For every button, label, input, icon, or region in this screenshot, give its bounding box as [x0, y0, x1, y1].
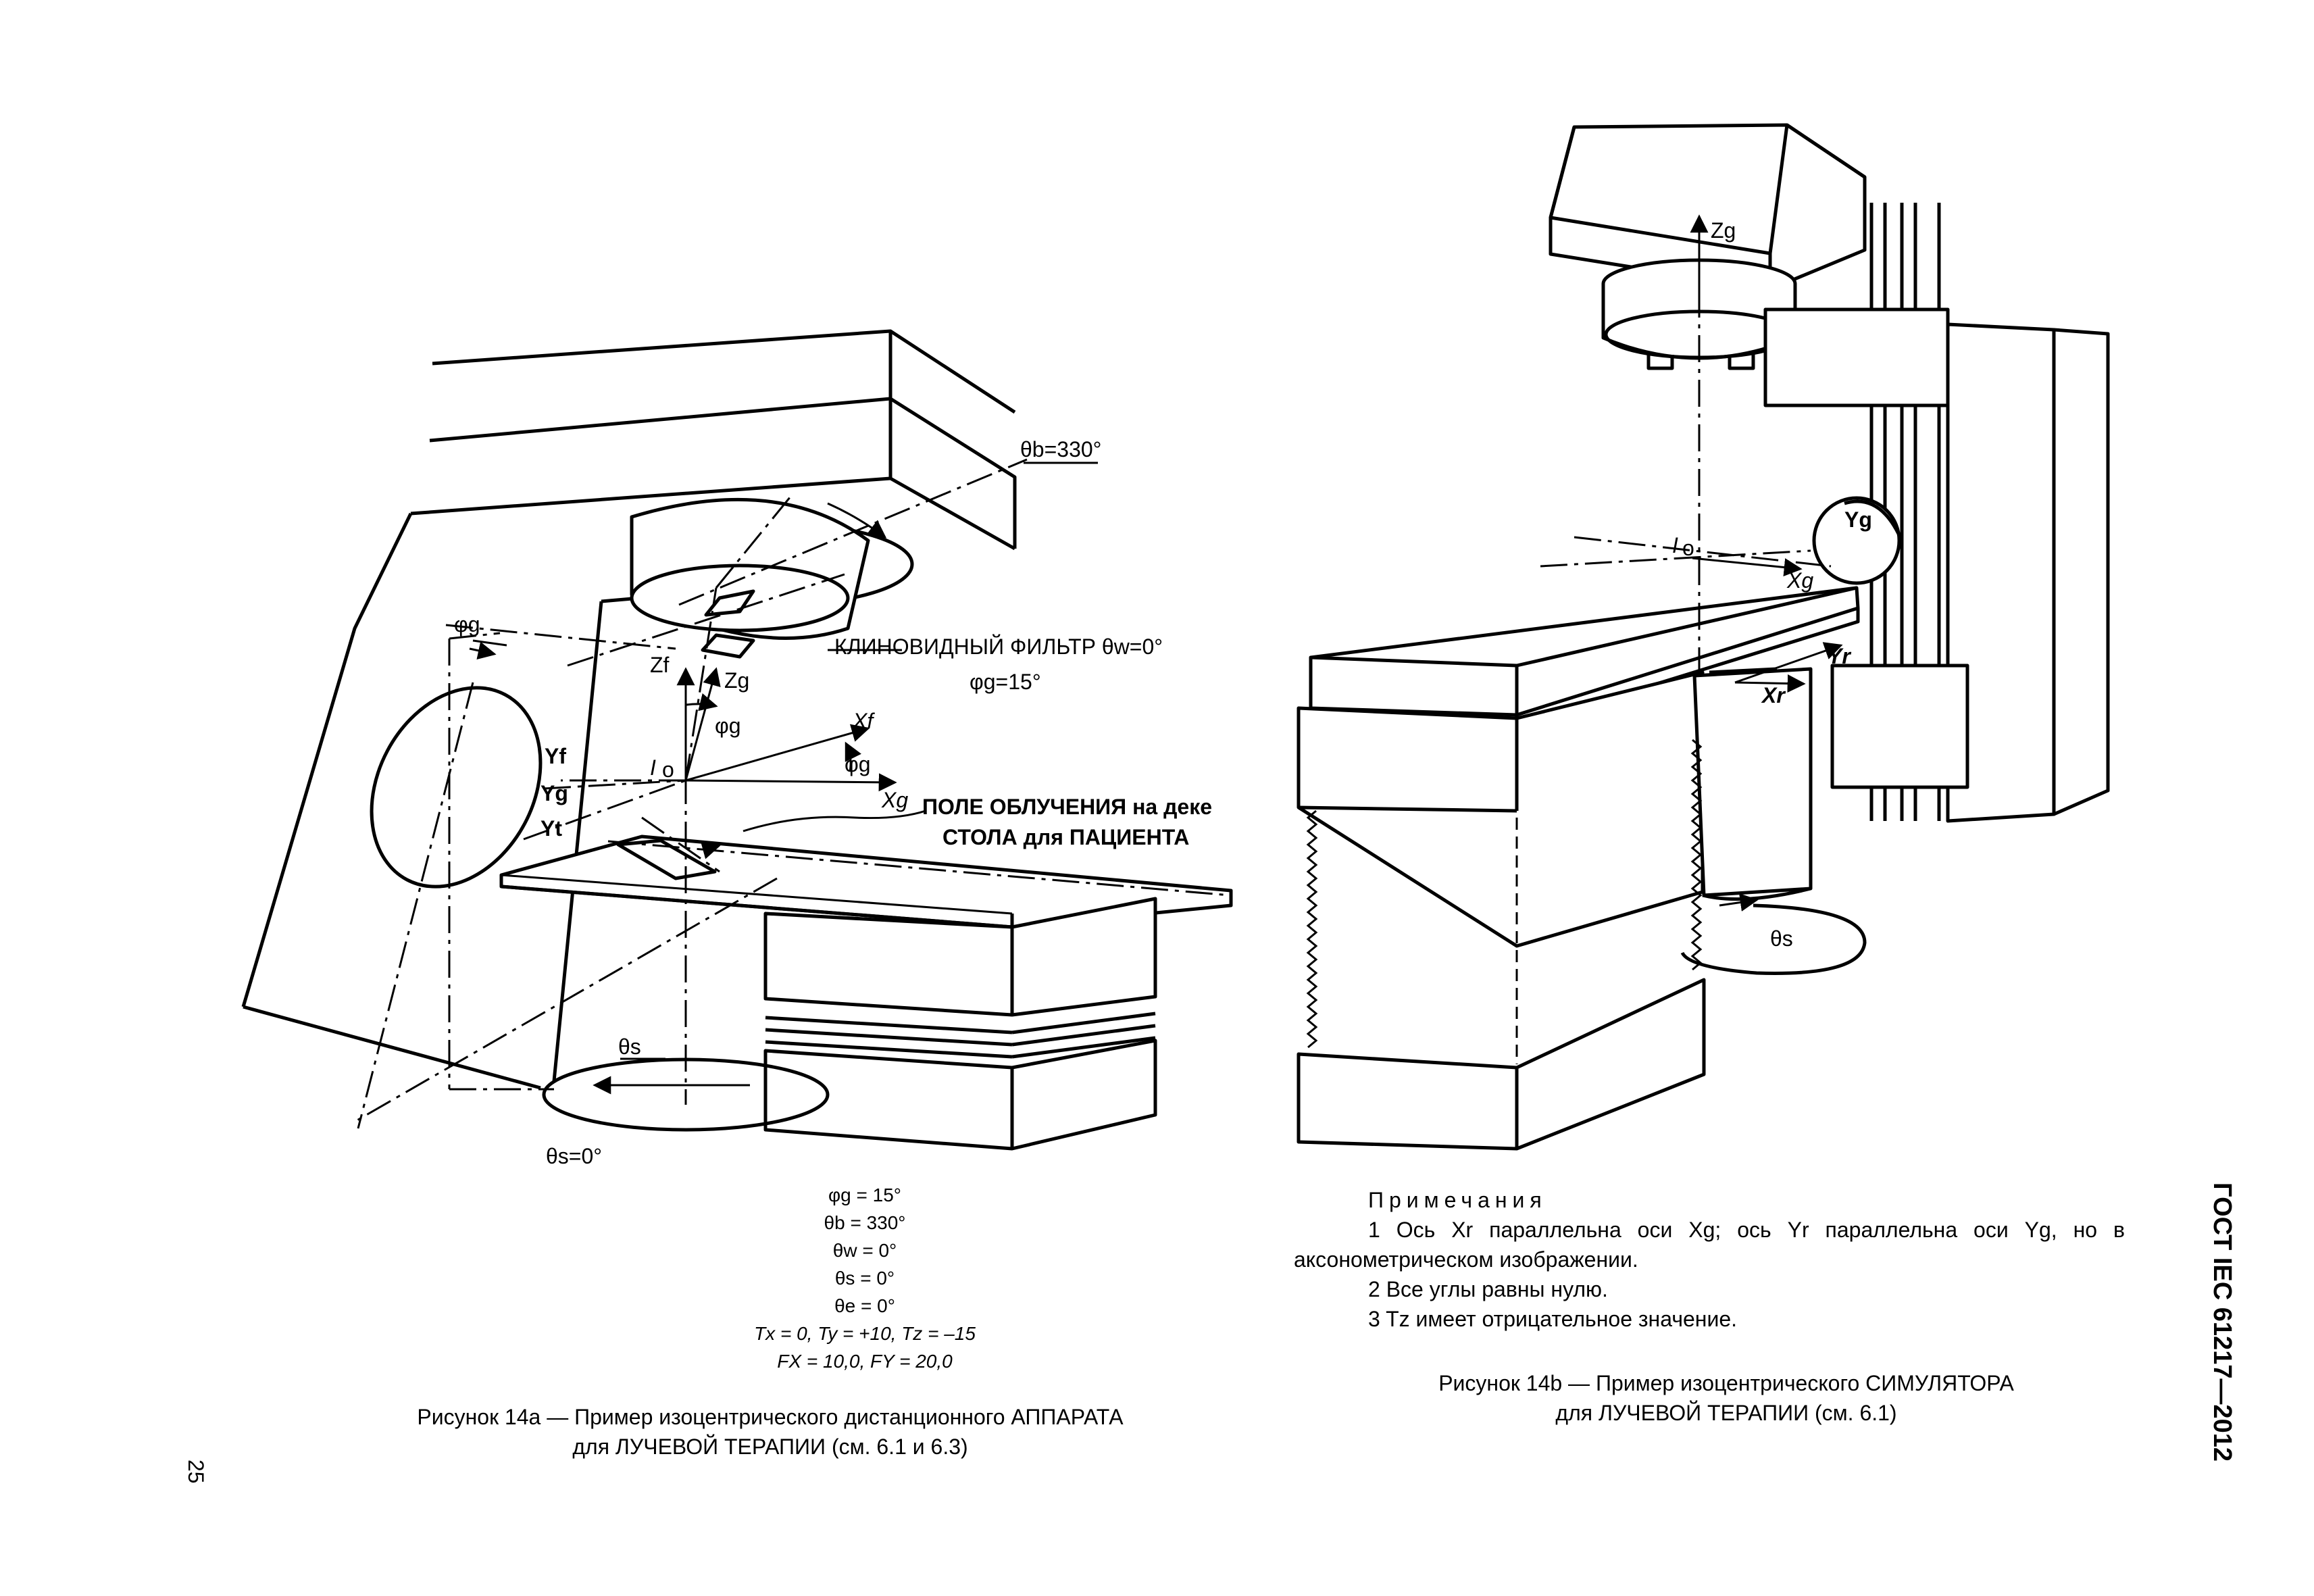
gantry-ring-14a — [370, 686, 543, 889]
caption-14b: Рисунок 14b — Пример изоцентрического СИ… — [1338, 1368, 2115, 1428]
parameters-14a: φg = 15° θb = 330° θw = 0° θs = 0° θe = … — [696, 1181, 1034, 1375]
label-yg-14a: Yg — [540, 781, 568, 805]
notes-heading: Примечания — [1368, 1188, 1547, 1212]
label-yr: Yr — [1828, 644, 1851, 668]
label-field-line2: СТОЛА для ПАЦИЕНТА — [942, 825, 1189, 849]
label-xg-14a: Xg — [881, 788, 908, 812]
caption-14b-line1: Рисунок 14b — Пример изоцентрического СИ… — [1438, 1371, 2014, 1395]
label-theta-b: θb=330° — [1020, 437, 1101, 462]
label-phi-g-right: φg — [845, 752, 871, 776]
gantry-head-14a — [241, 329, 1017, 1090]
param-line: θb = 330° — [824, 1212, 906, 1233]
notes-14b: Примечания 1 Ось Xr параллельна оси Xg; … — [1294, 1185, 2125, 1334]
note-1: 1 Ось Xr параллельна оси Xg; ось Yr пара… — [1294, 1218, 2125, 1272]
patient-couch-14b — [1297, 586, 1860, 1151]
standard-code: ГОСТ IEC 61217—2012 — [2208, 1182, 2236, 1462]
label-phi-g-axis: φg — [715, 714, 741, 738]
caption-14a-line1: Рисунок 14a — Пример изоцентрического ди… — [417, 1405, 1124, 1429]
label-io-o-14b: o — [1682, 536, 1694, 560]
caption-14a: Рисунок 14a — Пример изоцентрического ди… — [297, 1402, 1243, 1462]
label-phi-g-top: φg — [454, 612, 480, 637]
label-io-i: I — [650, 755, 656, 780]
label-xg-14b: Xg — [1786, 568, 1813, 593]
label-wedge-line2: φg=15° — [970, 670, 1041, 694]
caption-14a-line2: для ЛУЧЕВОЙ ТЕРАПИИ (см. 6.1 и 6.3) — [572, 1435, 968, 1459]
figure-14a: θb=330° φg Zf Zg φg Xf φg I o Xg Yf Yg Y… — [241, 329, 1233, 1168]
label-field-line1: ПОЛЕ ОБЛУЧЕНИЯ на деке — [922, 795, 1212, 819]
param-line: θe = 0° — [834, 1295, 895, 1316]
note-2: 2 Все углы равны нулю. — [1368, 1277, 1608, 1301]
param-line: θw = 0° — [832, 1240, 897, 1261]
label-zg-14a: Zg — [724, 668, 749, 693]
label-wedge-line1: КЛИНОВИДНЫЙ ФИЛЬТР θw=0° — [834, 634, 1163, 659]
label-theta-s-14b: θs — [1770, 926, 1793, 951]
field-on-couch-14a — [616, 839, 717, 880]
caption-14b-line2: для ЛУЧЕВОЙ ТЕРАПИИ (см. 6.1) — [1555, 1401, 1897, 1425]
figure-14b: Zg Yg I o Xg Yr Xr θs — [1297, 123, 2110, 1151]
xray-tube-head-14b — [1549, 123, 1867, 370]
label-xf: Xf — [852, 709, 875, 733]
couch-rotation-ellipse-14b — [1680, 903, 1867, 975]
patient-table-14a — [499, 834, 1233, 1151]
param-line: FX = 10,0, FY = 20,0 — [777, 1351, 953, 1372]
label-io-i-14b: I — [1672, 533, 1678, 557]
param-line: θs = 0° — [834, 1268, 895, 1289]
label-zg-14b: Zg — [1711, 218, 1736, 243]
param-line: Tx = 0, Ty = +10, Tz = –15 — [754, 1323, 976, 1344]
label-yt: Yt — [540, 816, 562, 841]
label-zf: Zf — [650, 653, 670, 677]
label-theta-s0: θs=0° — [546, 1144, 602, 1168]
label-io-o: o — [662, 757, 674, 782]
note-3: 3 Tz имеет отрицательное значение. — [1368, 1307, 1738, 1331]
param-line: φg = 15° — [828, 1184, 901, 1205]
label-xr: Xr — [1761, 683, 1786, 707]
column-14b — [1763, 203, 2110, 823]
collimator-14a — [630, 497, 914, 659]
page-number: 25 — [184, 1460, 208, 1484]
label-theta-s-14a: θs — [618, 1034, 641, 1059]
label-yf: Yf — [545, 744, 566, 768]
coordinate-axes-14a — [354, 458, 1230, 1129]
label-yg-14b: Yg — [1844, 507, 1872, 532]
